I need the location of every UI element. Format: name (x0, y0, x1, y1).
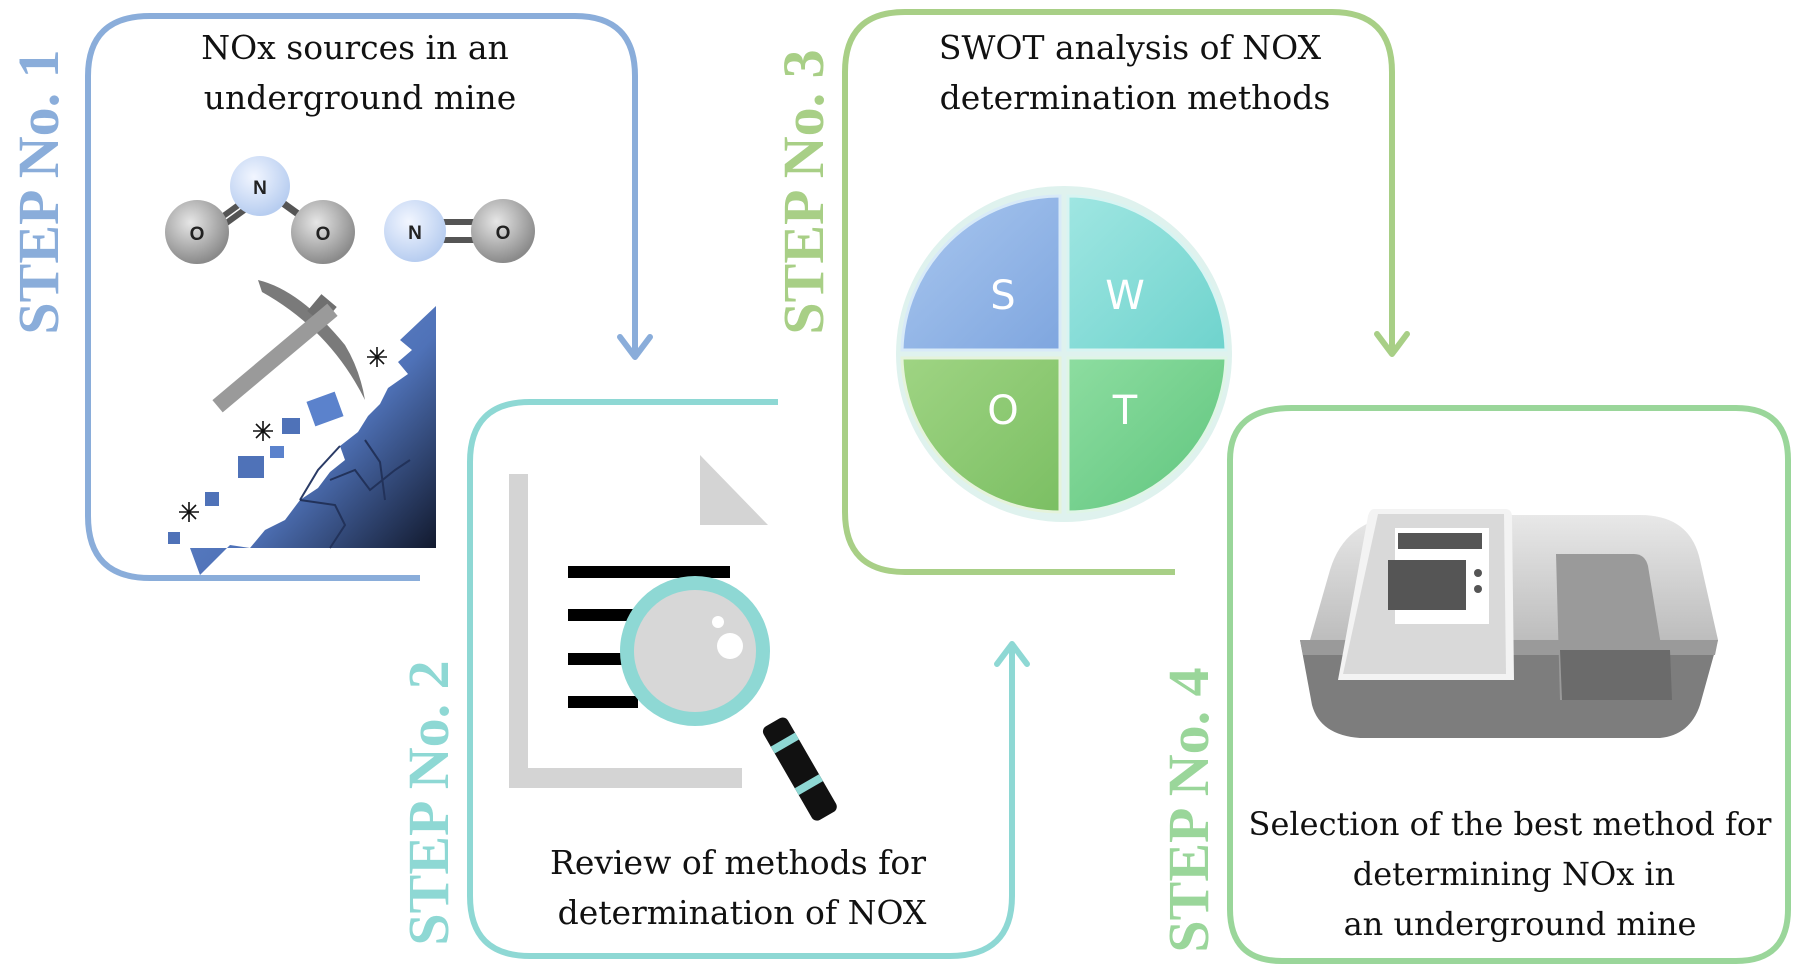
step2-text-line-1: Review of methods for (550, 843, 926, 882)
step1-text-line-2: underground mine (204, 78, 516, 117)
step1-text-line-1: NOx sources in an (201, 28, 509, 67)
no2-right-label: O (316, 224, 331, 245)
step4-text-line-1: Selection of the best method for (1249, 805, 1773, 843)
step3-text-line-1: SWOT analysis of NOX (939, 28, 1322, 67)
nitrogen-atom-icon (230, 156, 290, 216)
swot-t-label: T (1112, 388, 1138, 434)
step2-label: STEP No. 2 (396, 660, 461, 945)
no2-center-label: N (253, 178, 267, 199)
pickaxe-rock-icon (168, 280, 436, 575)
step1-label: STEP No. 1 (6, 49, 71, 334)
step2-box-outline (467, 399, 1015, 959)
swot-weaknesses-quadrant (1066, 194, 1228, 352)
step4-text-line-3: an underground mine (1344, 905, 1697, 943)
swot-opportunities-quadrant (900, 356, 1062, 514)
swot-w-label: W (1105, 273, 1145, 319)
step3-box-outline (842, 9, 1395, 575)
swot-s-label: S (990, 273, 1015, 319)
document-magnifier-icon (509, 455, 837, 821)
step1-arrow-head (617, 334, 653, 360)
step4-box-outline (1227, 405, 1791, 964)
step2-arrow-head (994, 641, 1030, 667)
no2-left-label: O (190, 224, 205, 245)
spectrophotometer-icon (1300, 509, 1718, 738)
swot-threats-quadrant (1066, 356, 1228, 514)
step4-text-line-2: determining NOx in (1353, 855, 1676, 893)
step3-label: STEP No. 3 (771, 49, 836, 334)
oxygen-atom-icon (471, 199, 535, 263)
oxygen-atom-icon (291, 200, 355, 264)
swot-strengths-quadrant (900, 194, 1062, 352)
step3-arrow-head (1374, 331, 1410, 357)
step1-box-outline (85, 13, 638, 581)
oxygen-atom-icon (165, 200, 229, 264)
step2-text-line-2: determination of NOX (558, 893, 927, 932)
no-molecule-icon: N O (384, 199, 535, 263)
no-right-label: O (496, 223, 511, 244)
nitrogen-atom-icon (384, 200, 446, 262)
no-left-label: N (408, 223, 422, 244)
swot-o-label: O (987, 388, 1018, 434)
no2-molecule-icon: N O O (165, 156, 355, 264)
swot-chart-icon: S W O T (896, 186, 1232, 522)
step3-text-line-2: determination methods (940, 78, 1331, 117)
step4-label: STEP No. 4 (1156, 667, 1221, 952)
